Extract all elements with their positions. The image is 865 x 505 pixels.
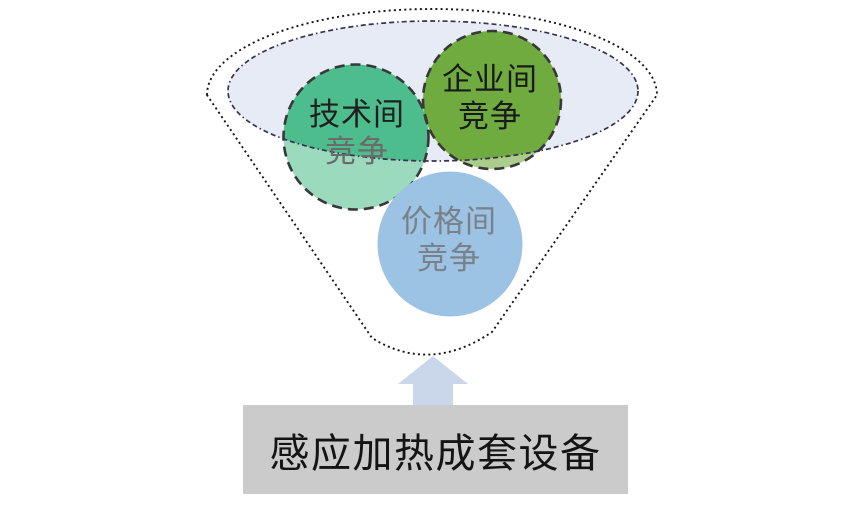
bubble-label-line: 技术间: [309, 97, 405, 132]
bubble-enterprise-fill-upper: [423, 31, 561, 161]
bubble-price-label: 价格间 竞争: [401, 203, 497, 277]
bubble-price: [377, 171, 523, 317]
bubble-label-line: 价格间: [401, 204, 497, 239]
up-arrow: [398, 356, 468, 406]
bubble-label-line: 竞争: [458, 99, 522, 134]
bubble-enterprise-label: 企业间 竞争: [442, 61, 538, 135]
bubble-label-line: 竞争: [417, 241, 481, 276]
bubble-enterprise-border: [421, 29, 563, 171]
funnel-opening-border: [227, 20, 639, 162]
bubble-technology-border: [282, 63, 430, 211]
bubble-technology-label: 技术间 竞争: [309, 96, 405, 170]
bubble-technology: [283, 64, 429, 210]
base-equipment-box: 感应加热成套设备: [243, 405, 628, 494]
base-equipment-label: 感应加热成套设备: [269, 431, 602, 476]
bubble-enterprise: [423, 31, 561, 169]
bubble-technology-fill-upper: [283, 64, 429, 161]
bubble-label-line: 竞争: [325, 134, 389, 169]
bubble-label-line: 企业间: [442, 62, 538, 97]
